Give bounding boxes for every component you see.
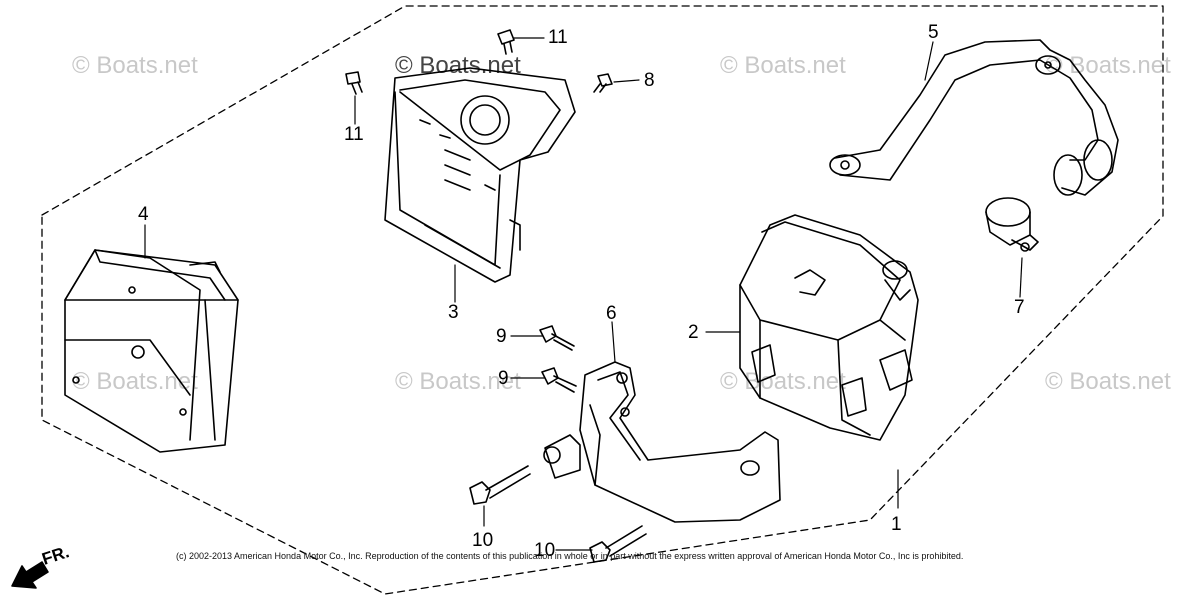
callout-6: 6 — [606, 303, 617, 324]
watermark: © Boats.net — [720, 52, 846, 79]
callout-5: 5 — [928, 22, 939, 43]
bolt-9-lower — [541, 367, 577, 393]
callout-11-left: 11 — [344, 124, 364, 145]
exhaust-pipe-part — [829, 39, 1119, 196]
callout-9-lower: 9 — [498, 368, 509, 389]
assembly-frame — [41, 5, 1164, 595]
callout-10-lower: 10 — [534, 540, 556, 561]
front-direction-arrow — [11, 561, 49, 589]
bolt-10-upper — [469, 465, 531, 505]
watermark: © Boats.net — [720, 368, 846, 395]
bolt-9-upper — [539, 325, 575, 351]
callout-3: 3 — [448, 302, 459, 323]
callout-2: 2 — [688, 322, 699, 343]
muffler-body-part — [739, 214, 919, 441]
screw-11-left — [345, 71, 363, 95]
callout-8: 8 — [644, 70, 655, 91]
callout-11-top: 11 — [548, 27, 568, 48]
callout-10-upper: 10 — [472, 530, 494, 551]
callout-7: 7 — [1014, 297, 1025, 318]
callout-1: 1 — [891, 514, 902, 535]
watermark: © Boats.net — [72, 52, 198, 79]
copyright-notice: (c) 2002-2013 American Honda Motor Co., … — [176, 551, 964, 561]
watermark: © Boats.net — [1045, 368, 1171, 395]
screw-8 — [593, 73, 613, 93]
muffler-cover-part — [64, 249, 239, 453]
watermark: © Boats.net — [395, 368, 521, 395]
muffler-stay-part — [543, 361, 781, 523]
watermark: © Boats.net — [72, 368, 198, 395]
muffler-protector-part — [384, 67, 576, 283]
callout-4: 4 — [138, 204, 149, 225]
screw-11-top — [497, 29, 515, 55]
leader-lines — [144, 37, 1023, 551]
bolt-10-lower — [589, 525, 647, 563]
callout-9-upper: 9 — [496, 326, 507, 347]
pipe-clamp-part — [985, 197, 1039, 252]
watermark: © Boats.net — [1045, 52, 1171, 79]
